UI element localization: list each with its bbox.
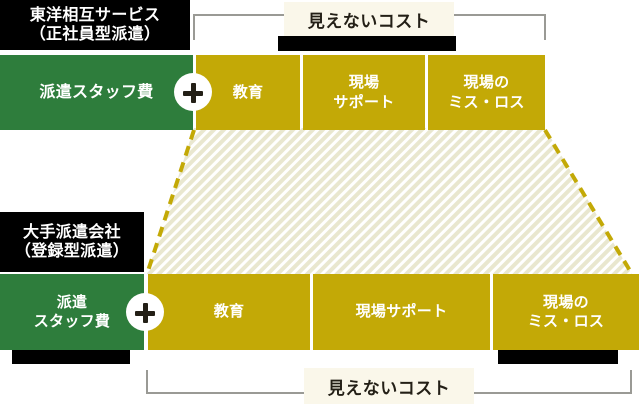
cell-major-onsite-loss[interactable]: 現場の ミス・ロス — [493, 274, 639, 350]
bottom-left-accent-bar — [12, 350, 130, 364]
cell-toyo-onsite-loss-line1: 現場の — [463, 73, 510, 92]
trapezoid-right-edge — [543, 128, 634, 276]
plus-icon-bar-vertical — [190, 83, 196, 103]
cell-major-onsite-support-line1: 現場サポート — [355, 302, 448, 321]
cell-major-onsite-loss-line2: ミス・ロス — [527, 312, 605, 330]
top-bracket-left-tick — [193, 14, 195, 40]
top-bracket-right-tick — [544, 14, 546, 40]
cell-toyo-staff-cost-label: 派遣スタッフ費 — [39, 82, 154, 102]
cell-toyo-education-line1: 教育 — [232, 82, 264, 101]
trapezoid-left-edge — [145, 129, 196, 275]
bottom-bracket-label: 見えないコスト — [304, 368, 474, 404]
cell-toyo-onsite-support[interactable]: 現場 サポート — [303, 55, 425, 130]
plate-toyo: 東洋相互サービス （正社員型派遣） — [0, 0, 190, 50]
cell-major-education[interactable]: 教育 — [148, 274, 310, 350]
bottom-right-accent-bar — [498, 350, 618, 364]
plus-icon-bar-vertical — [142, 303, 148, 323]
cell-major-staff-cost[interactable]: 派遣 スタッフ費 — [0, 274, 144, 350]
plate-major-line2: （登録型派遣） — [14, 241, 130, 260]
bottom-bracket-left-tick — [146, 370, 148, 394]
cell-toyo-onsite-support-line1: 現場 — [348, 73, 380, 92]
cell-major-staff-cost-line2: スタッフ費 — [33, 312, 111, 330]
cell-major-education-line1: 教育 — [213, 302, 245, 321]
top-accent-bar — [278, 36, 456, 51]
cell-toyo-onsite-loss[interactable]: 現場の ミス・ロス — [428, 55, 545, 130]
cell-toyo-onsite-loss-line2: ミス・ロス — [448, 92, 525, 111]
top-bracket-label: 見えないコスト — [284, 2, 454, 37]
cell-major-staff-cost-line1: 派遣 — [56, 292, 88, 311]
plate-major-line1: 大手派遣会社 — [23, 222, 121, 242]
cell-major-onsite-support[interactable]: 現場サポート — [313, 274, 490, 350]
cell-major-onsite-loss-line1: 現場の — [543, 292, 589, 311]
cell-toyo-onsite-support-line2: サポート — [333, 92, 395, 111]
cell-toyo-staff-cost[interactable]: 派遣スタッフ費 — [0, 55, 193, 130]
bottom-bracket-right-tick — [630, 370, 632, 394]
plate-major: 大手派遣会社 （登録型派遣） — [0, 212, 144, 272]
plus-icon-toyo — [174, 73, 212, 111]
cell-toyo-education[interactable]: 教育 — [196, 55, 300, 130]
plus-icon-major — [126, 293, 164, 331]
plate-toyo-line2: （正社員型派遣） — [29, 24, 161, 43]
trapezoid-fill — [147, 128, 632, 274]
plate-toyo-line1: 東洋相互サービス — [29, 5, 161, 25]
